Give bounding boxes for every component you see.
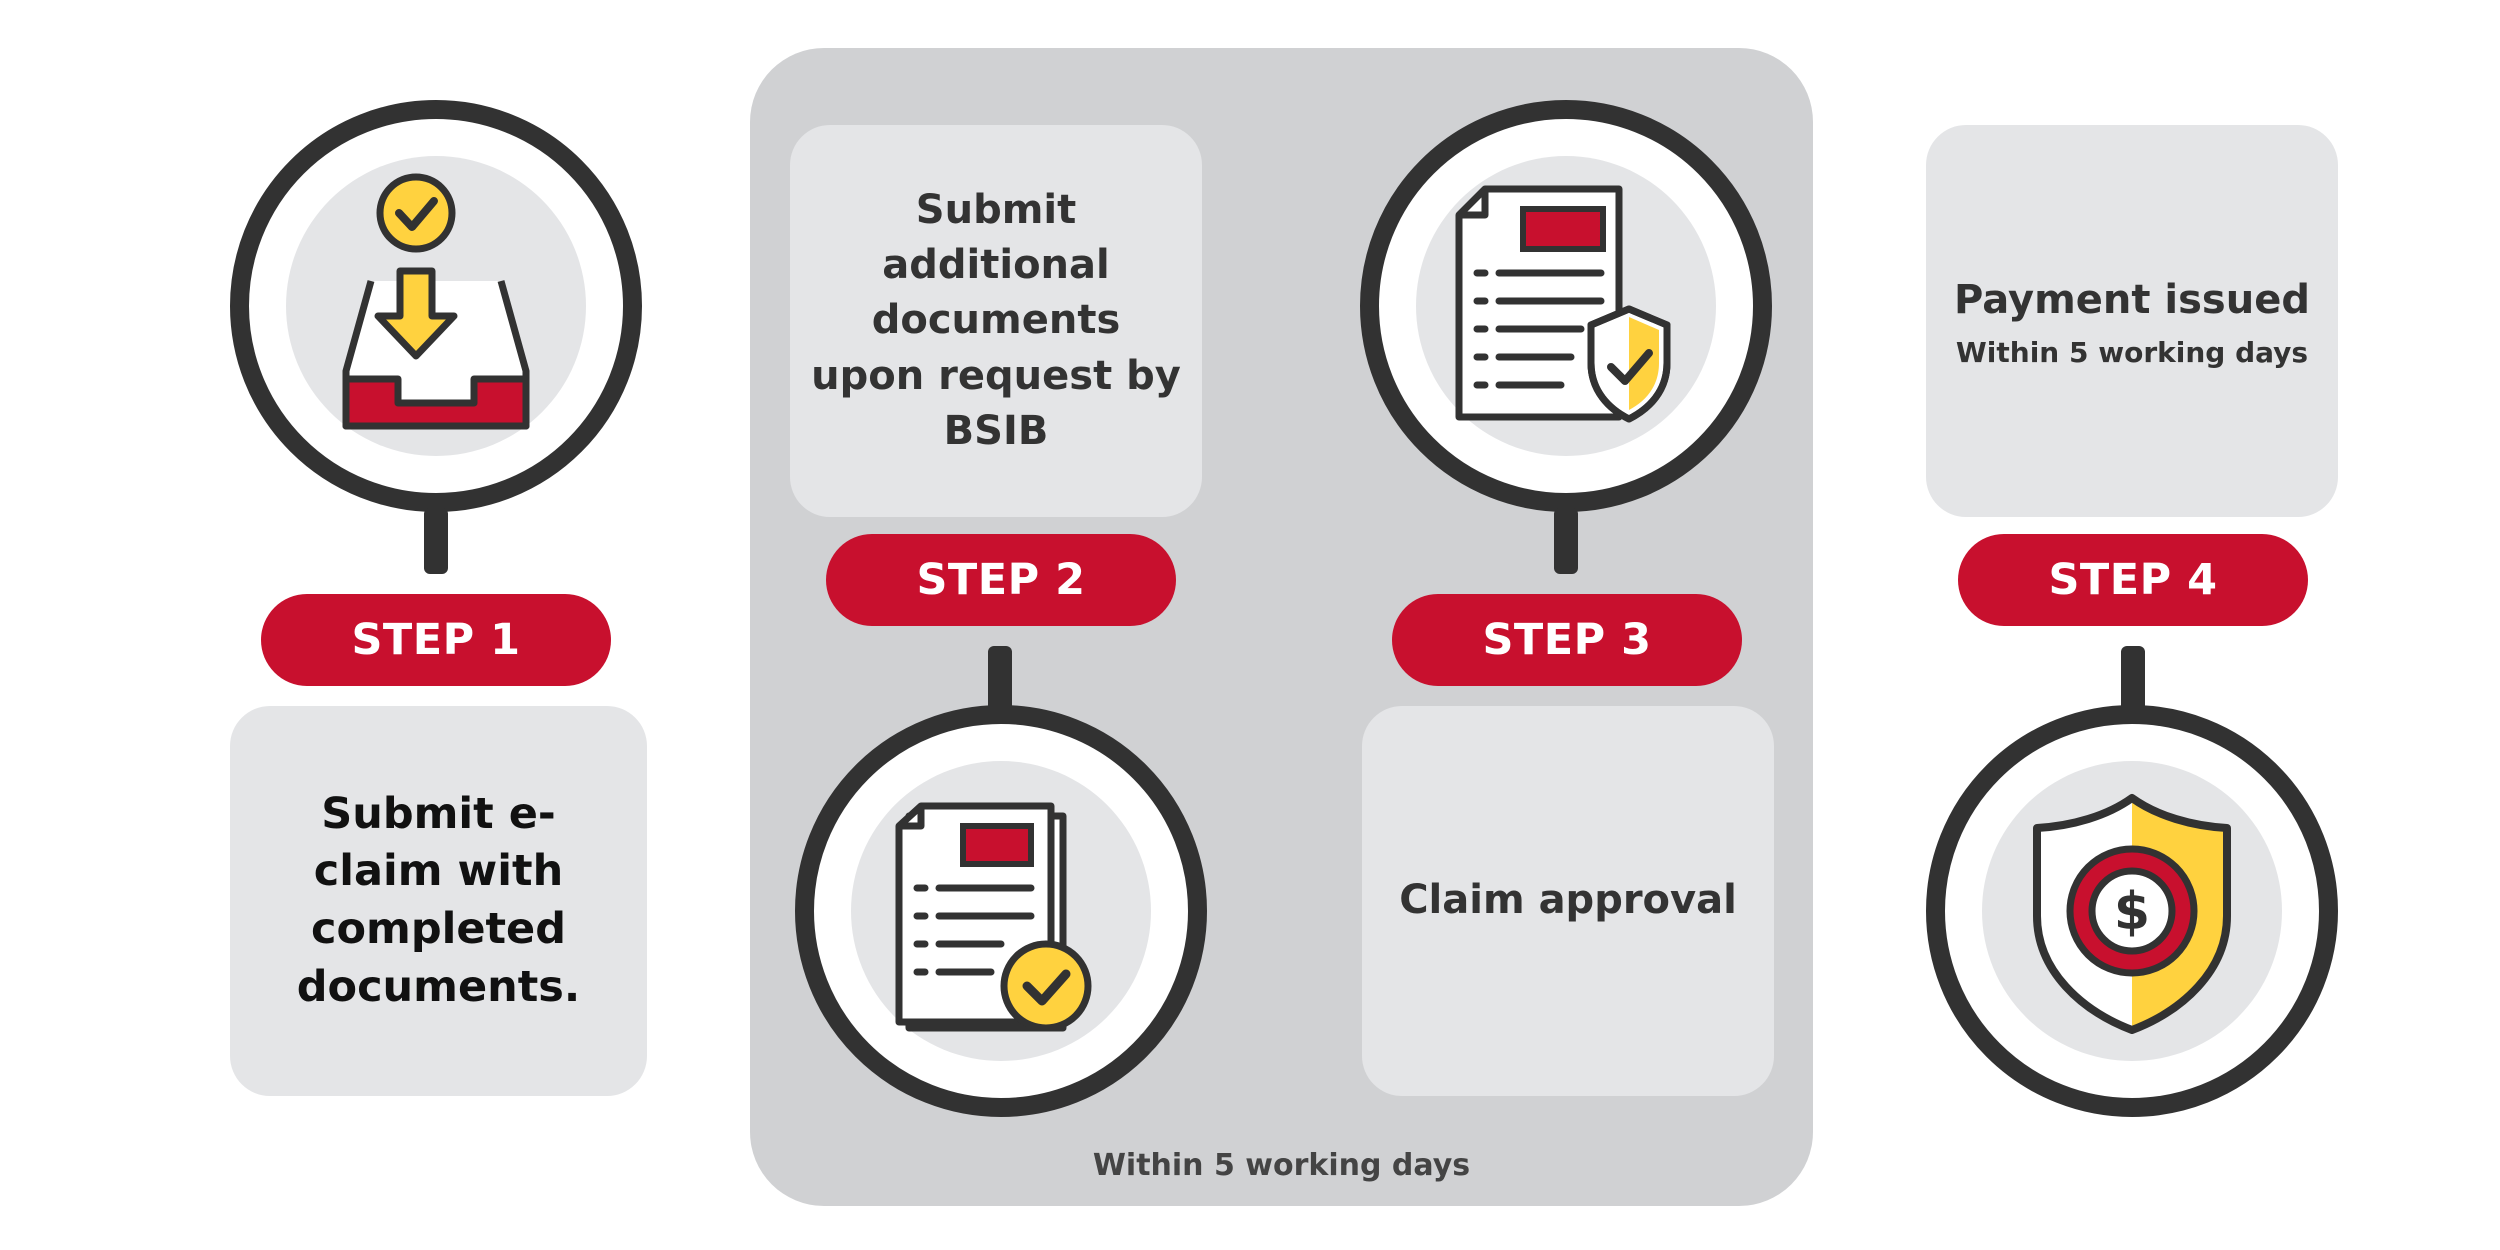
- step4-icon-circle: $: [1926, 705, 2338, 1117]
- step2-card: Submit additional documents upon request…: [790, 125, 1202, 517]
- step4-badge: STEP 4: [1958, 534, 2308, 626]
- step1-icon-circle: [230, 100, 642, 512]
- step3-icon-circle: [1360, 100, 1772, 512]
- step1-connector: [424, 508, 448, 574]
- step2-icon-circle: [795, 705, 1207, 1117]
- dollar-shield-icon: $: [2033, 794, 2231, 1034]
- step4-card: Payment issued Within 5 working days: [1926, 125, 2338, 517]
- step2-connector: [988, 646, 1012, 712]
- step1-badge: STEP 1: [261, 594, 611, 686]
- inbox-download-icon: [342, 173, 530, 430]
- document-check-icon: [895, 802, 1092, 1032]
- step4-connector: [2121, 646, 2145, 712]
- svg-text:$: $: [2114, 882, 2150, 942]
- step1-card: Submit e-claim with completed documents.: [230, 706, 647, 1096]
- step3-connector: [1554, 508, 1578, 574]
- group-note: Within 5 working days: [1092, 1148, 1471, 1183]
- step1-text: Submit e-claim with completed documents.: [296, 788, 581, 1012]
- step2-badge: STEP 2: [826, 534, 1176, 626]
- document-shield-icon: [1455, 185, 1671, 423]
- step3-text: Claim approval: [1399, 877, 1737, 924]
- step4-text: Payment issued: [1954, 276, 2310, 323]
- step3-badge: STEP 3: [1392, 594, 1742, 686]
- step4-subtext: Within 5 working days: [1955, 336, 2309, 370]
- step3-card: Claim approval: [1362, 706, 1774, 1096]
- step2-text: Submit additional documents upon request…: [811, 187, 1181, 454]
